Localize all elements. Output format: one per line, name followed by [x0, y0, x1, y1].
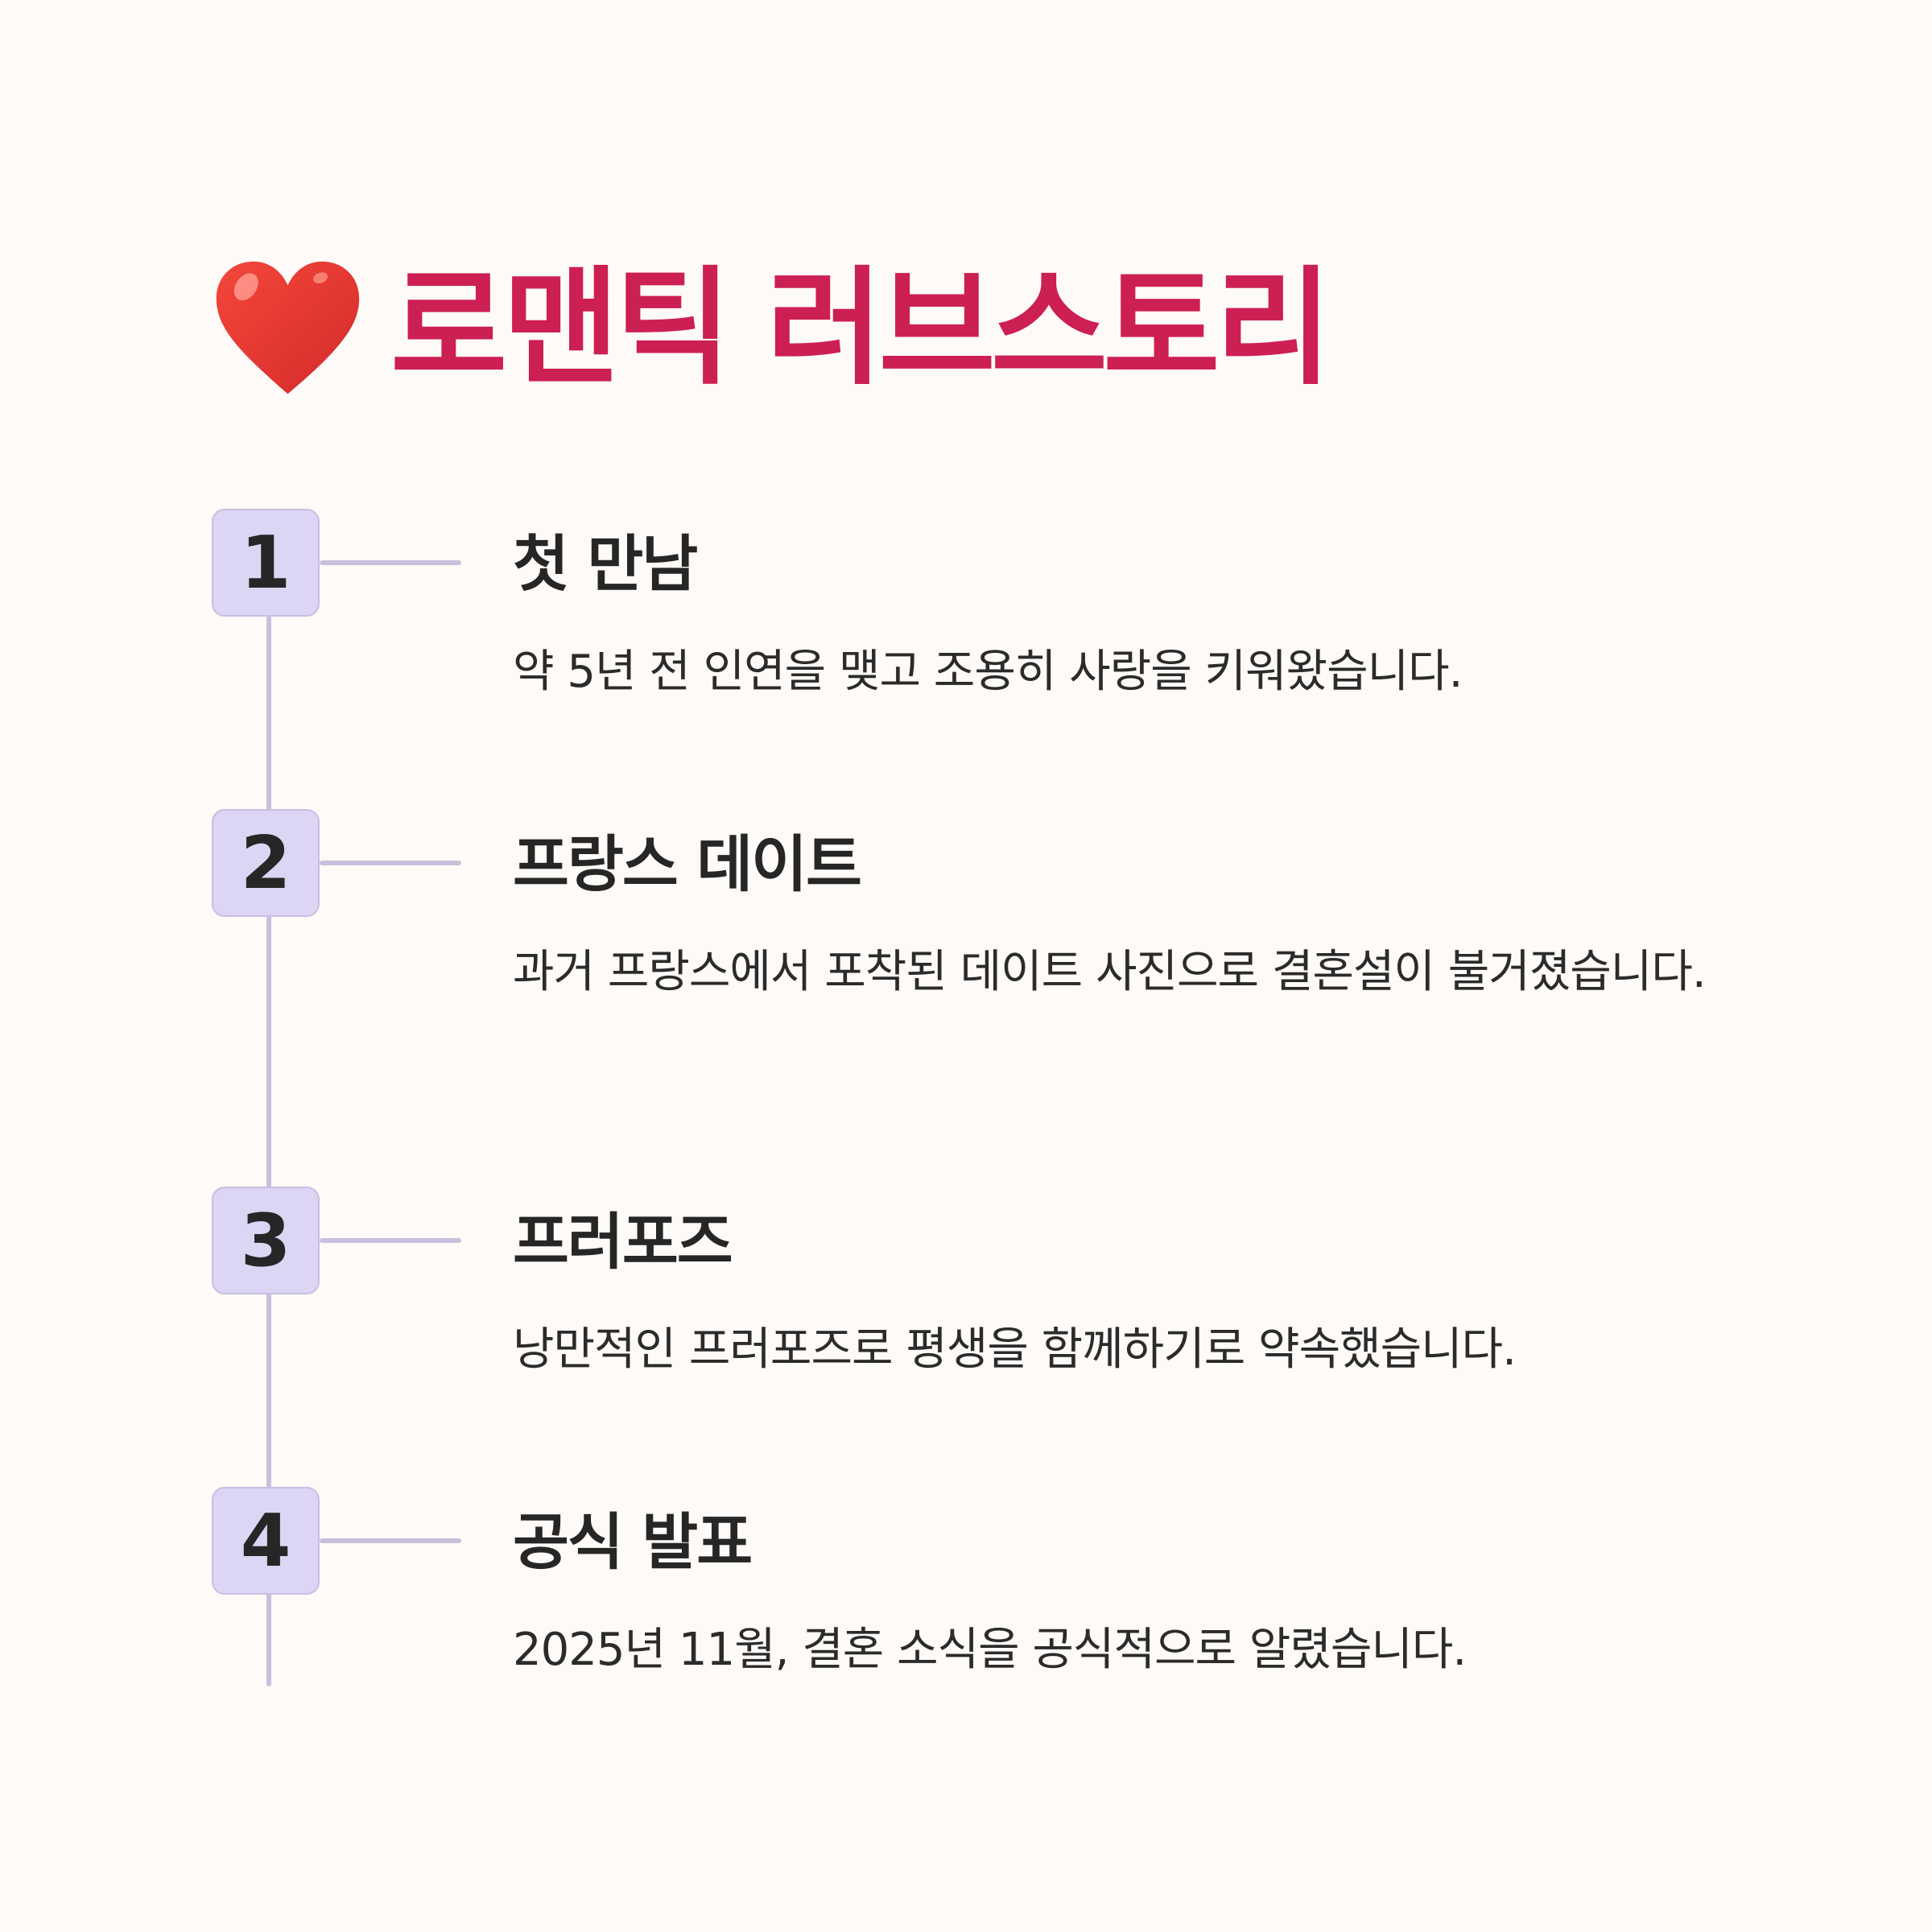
heart-icon: [216, 261, 360, 394]
step-title: 프랑스 데이트: [513, 828, 862, 900]
step-number-badge: 3: [212, 1187, 320, 1294]
step-title: 첫 만남: [513, 528, 698, 600]
timeline-line: [266, 555, 271, 1686]
step-number-badge: 1: [212, 509, 320, 617]
step-number-badge: 4: [212, 1487, 320, 1595]
step-title: 프러포즈: [513, 1206, 733, 1278]
step-description: 과거 프랑스에서 포착된 데이트 사진으로 결혼설이 불거졌습니다.: [513, 946, 1707, 998]
step-connector: [320, 861, 461, 865]
step-description: 낭만적인 프러포즈로 평생을 함께하기로 약속했습니다.: [513, 1323, 1517, 1376]
step-description: 약 5년 전 인연을 맺고 조용히 사랑을 키워왔습니다.: [513, 646, 1463, 698]
step-connector: [320, 560, 461, 565]
step-connector: [320, 1238, 461, 1243]
step-title: 공식 발표: [513, 1506, 753, 1578]
page-header: 로맨틱 러브스토리: [213, 254, 1332, 402]
step-description: 2025년 11월, 결혼 소식을 공식적으로 알렸습니다.: [513, 1624, 1467, 1676]
step-connector: [320, 1538, 461, 1543]
page-title: 로맨틱 러브스토리: [390, 254, 1332, 402]
step-number-badge: 2: [212, 809, 320, 917]
